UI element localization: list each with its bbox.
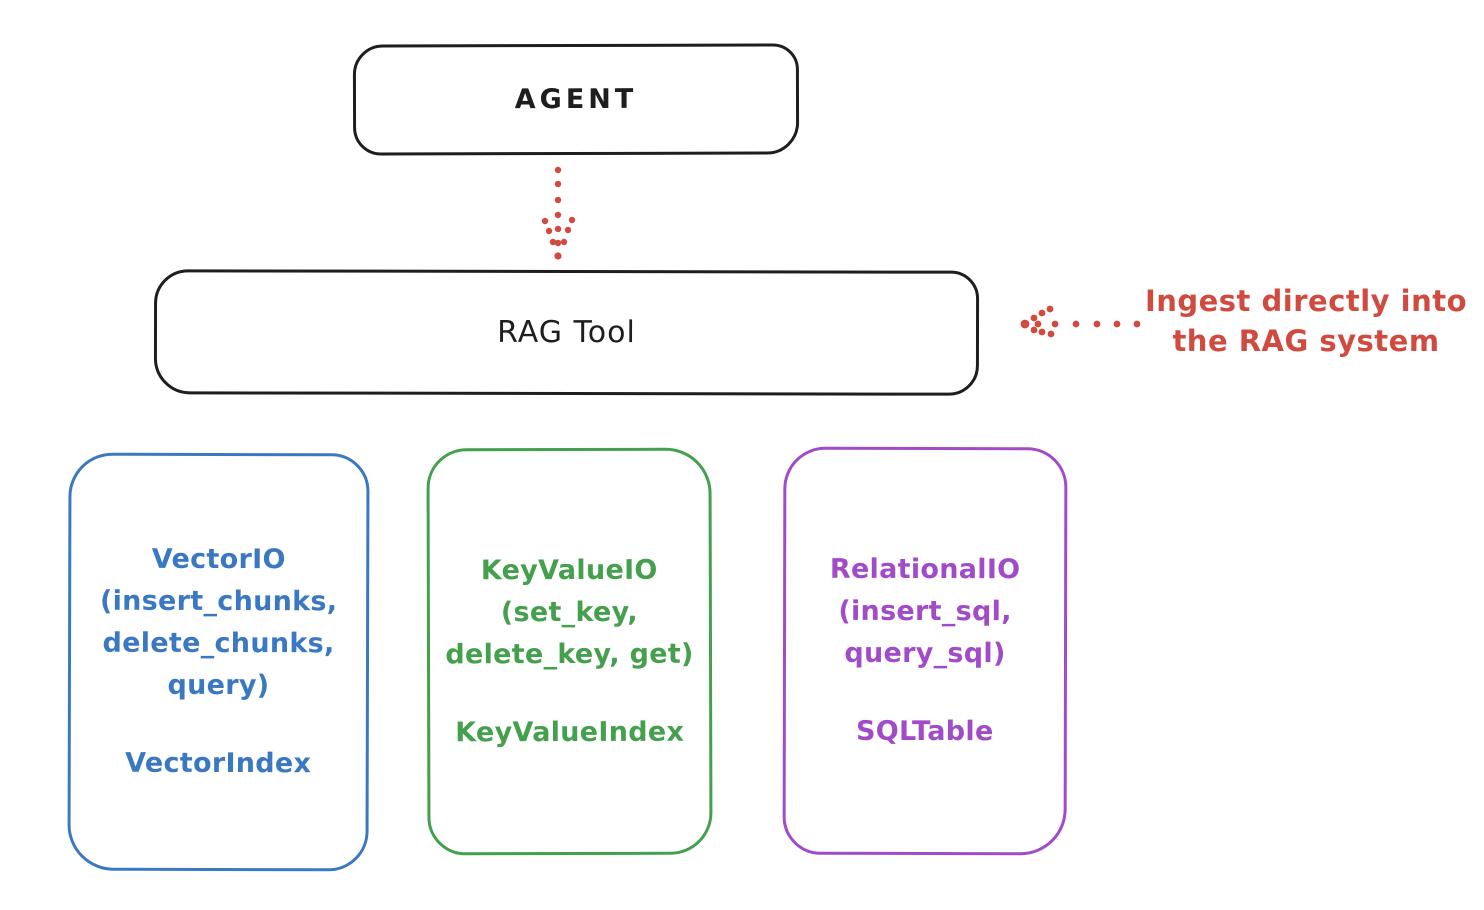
relationalio-methods-line: query_sql) [844, 637, 1006, 670]
agent-box: AGENT [352, 43, 800, 156]
vectorio-title-line: VectorIO [151, 543, 286, 576]
relationalio-box: RelationalIO (insert_sql, query_sql) SQL… [782, 446, 1068, 856]
keyvalueio-index-label: KeyValueIndex [455, 716, 685, 748]
ingest-annotation-line-2: the RAG system [1172, 324, 1440, 358]
rag-tool-box-label: RAG Tool [497, 314, 636, 351]
keyvalueio-methods-line: delete_key, get) [445, 638, 694, 670]
vectorio-methods-line: delete_chunks, [102, 627, 335, 660]
agent-to-ragtool-dotted-arrow-icon [541, 166, 576, 260]
relationalio-index-label: SQLTable [856, 715, 994, 748]
relationalio-title-line: RelationalIO [829, 553, 1021, 586]
relationalio-box-text: RelationalIO (insert_sql, query_sql) SQL… [829, 549, 1021, 753]
vectorio-methods-line: (insert_chunks, [99, 585, 338, 618]
ingest-annotation-line-1: Ingest directly into [1144, 284, 1468, 318]
rag-tool-box: RAG Tool [153, 269, 980, 396]
vectorio-box-text: VectorIO (insert_chunks, delete_chunks, … [99, 539, 337, 786]
vectorio-box: VectorIO (insert_chunks, delete_chunks, … [67, 452, 370, 872]
keyvalueio-methods-line: (set_key, [500, 596, 638, 628]
vectorio-index-label: VectorIndex [125, 747, 312, 780]
agent-box-label: AGENT [514, 83, 638, 116]
ingest-dotted-arrow-icon [1020, 305, 1141, 338]
vectorio-methods-line: query) [167, 669, 270, 702]
keyvalueio-box-text: KeyValueIO (set_key, delete_key, get) Ke… [445, 549, 694, 754]
ingest-annotation: Ingest directly into the RAG system [1140, 281, 1472, 361]
keyvalueio-box: KeyValueIO (set_key, delete_key, get) Ke… [426, 447, 713, 856]
keyvalueio-title-line: KeyValueIO [480, 554, 658, 586]
relationalio-methods-line: (insert_sql, [838, 595, 1012, 628]
